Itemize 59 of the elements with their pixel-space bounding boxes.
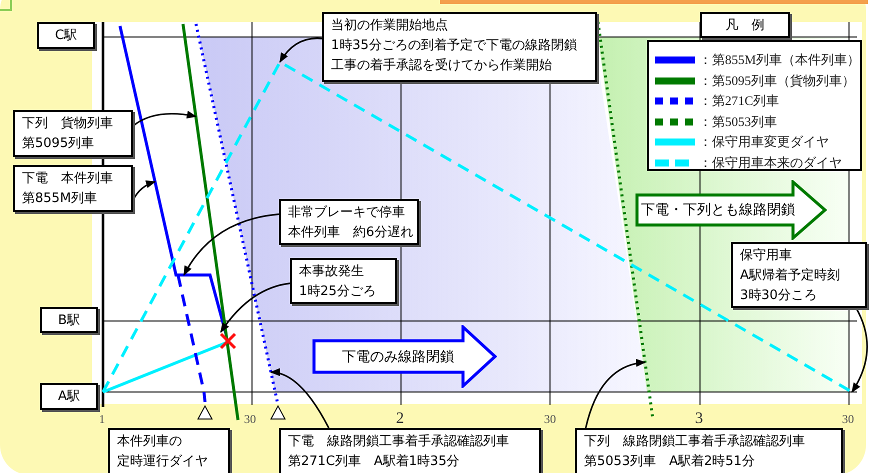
- callout-text: 下電 本件列車: [22, 170, 114, 188]
- leader-arrow: [220, 282, 290, 333]
- train-run-plot: [181, 22, 240, 422]
- callout-text: 下列 線路閉鎖工事着手承認確認列車: [584, 433, 806, 451]
- station-name: B駅: [57, 312, 81, 330]
- arrow-label: 下電のみ線路閉鎖: [342, 348, 454, 366]
- callout-text: 下列 貨物列車: [22, 115, 114, 133]
- leader-arrow: [270, 368, 330, 428]
- station-name: A駅: [57, 388, 81, 406]
- callout-box: [322, 12, 597, 82]
- callout-text: 定時運行ダイヤ: [117, 453, 209, 471]
- leader-arrow: [183, 213, 280, 276]
- callout-text: 第5095列車: [22, 135, 96, 153]
- callout-text: 第5053列車 A駅着2時51分: [584, 453, 756, 471]
- axis-tick-label: 1: [99, 412, 105, 427]
- leader-arrow: [132, 180, 156, 201]
- leader-arrow: [584, 359, 646, 428]
- legend-text: ：保守用車変更ダイヤ: [699, 134, 829, 150]
- station-label: [40, 383, 98, 410]
- callout-text: 本事故発生: [299, 263, 365, 281]
- callout-text: 第855M列車: [22, 190, 98, 208]
- station-name: C駅: [54, 27, 78, 45]
- callout-box: [13, 110, 133, 157]
- arrow-label: 下電・下列とも線路閉鎖: [641, 201, 795, 220]
- legend-text: ：第5053列車: [699, 114, 777, 129]
- axis-tick-label: 2: [396, 410, 404, 428]
- callout-text: 非常ブレーキで停車: [288, 204, 406, 222]
- callout-box: [279, 428, 541, 473]
- callout-text: 3時30分ころ: [740, 287, 818, 305]
- station-label: [37, 22, 95, 49]
- closure-banner: [312, 325, 497, 388]
- callout-box: [108, 428, 230, 473]
- axis-tick-label: 3: [695, 410, 703, 428]
- axis-tick-label: 30: [842, 412, 854, 427]
- legend-heading: 凡 例: [724, 17, 766, 35]
- legend-title: [700, 12, 790, 38]
- legend-text: ：第5095列車（貨物列車）: [699, 72, 855, 88]
- callout-text: 下電 線路閉鎖工事着手承認確認列車: [288, 433, 510, 451]
- station-label: [40, 307, 98, 333]
- callout-box: [13, 165, 133, 212]
- legend-text: ：第855M列車（本件列車）: [699, 52, 860, 68]
- callout-text: 保守用車: [740, 247, 793, 265]
- callout-box: [575, 428, 843, 473]
- callout-box: [731, 242, 867, 308]
- leader-arrow: [279, 38, 322, 63]
- callout-text: 第271C列車 A駅着1時35分: [288, 453, 461, 471]
- accident-mark: [219, 332, 237, 350]
- callout-text: 当初の作業開始地点: [331, 17, 449, 35]
- legend-text: ：第271C列車: [699, 93, 780, 108]
- leader-arrow: [132, 110, 197, 127]
- axis-tick-label: 30: [244, 412, 256, 427]
- callout-text: 1時35分ごろの到着予定で下電の線路閉鎖工事の着手承認を受けてから作業開始: [331, 37, 578, 75]
- legend-text: ：保守用車本来のダイヤ: [699, 154, 842, 170]
- leader-arrow: [851, 308, 868, 393]
- callout-text: 1時25分ごろ: [299, 283, 377, 301]
- callout-text: 本件列車の: [117, 433, 183, 451]
- axis-tick-label: 30: [544, 412, 556, 427]
- callout-text: A駅帰着予定時刻: [740, 267, 841, 285]
- closure-banner: [635, 180, 827, 240]
